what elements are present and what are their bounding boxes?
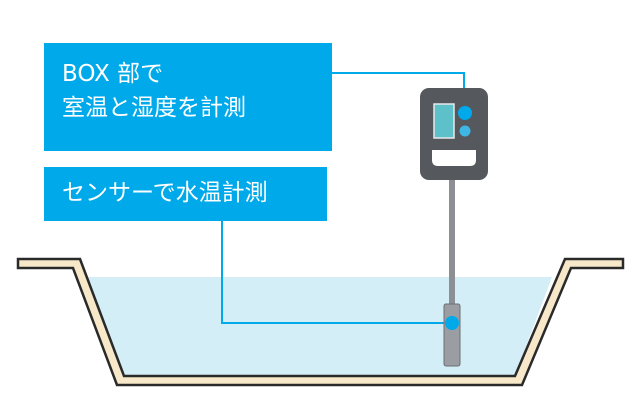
device-screen (433, 103, 455, 139)
device-button-bottom (459, 125, 471, 137)
device-button-top (458, 106, 472, 120)
sensor-callout-label: センサーで水温計測 (62, 180, 268, 206)
probe-tip (443, 303, 461, 367)
sensor-dot (445, 316, 459, 330)
device-label-panel (432, 150, 476, 166)
probe-rod (449, 175, 455, 315)
box-callout: BOX 部で 室温と湿度を計測 (44, 43, 332, 151)
water (84, 277, 552, 376)
basin-outline (16, 257, 625, 387)
sensor-callout: センサーで水温計測 (44, 167, 327, 221)
box-callout-line-2: 室温と湿度を計測 (62, 95, 246, 121)
box-callout-line-1: BOX 部で (62, 61, 164, 87)
sensor-leader-line (221, 221, 452, 324)
